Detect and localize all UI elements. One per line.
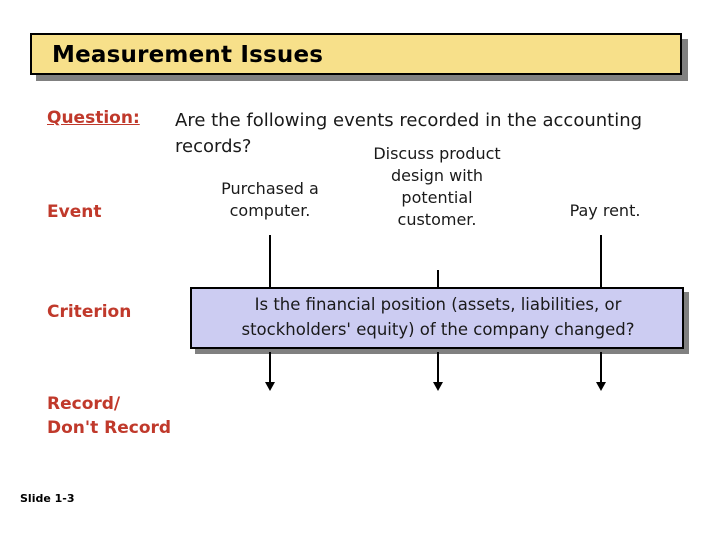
arrow-event1-to-criterion (265, 235, 275, 296)
title-box (30, 33, 682, 75)
arrow-event3-to-criterion (596, 235, 606, 296)
page-title: Measurement Issues (52, 42, 324, 68)
arrowhead-icon (265, 382, 275, 391)
event-item-3: Pay rent. (569, 201, 641, 220)
row-label-criterion: Criterion (47, 302, 132, 322)
arrowhead-icon (433, 382, 443, 391)
arrow-criterion-to-record1 (265, 352, 275, 391)
criterion-text: Is the financial position (assets, liabi… (241, 295, 635, 339)
question-text: Are the following events recorded in the… (175, 110, 643, 157)
row-label-event: Event (47, 202, 102, 222)
arrow-criterion-to-record2 (433, 352, 443, 391)
slide-number: Slide 1-3 (20, 492, 75, 505)
event-item-1: Purchased a computer. (221, 179, 319, 220)
arrow-criterion-to-record3 (596, 352, 606, 391)
question-label: Question: (47, 108, 140, 128)
row-label-record: Record/ Don't Record (47, 394, 172, 438)
arrow-event2-to-criterion (433, 270, 443, 296)
arrowhead-icon (596, 382, 606, 391)
event-item-2: Discuss product design with potential cu… (373, 144, 501, 229)
criterion-box (190, 287, 684, 349)
